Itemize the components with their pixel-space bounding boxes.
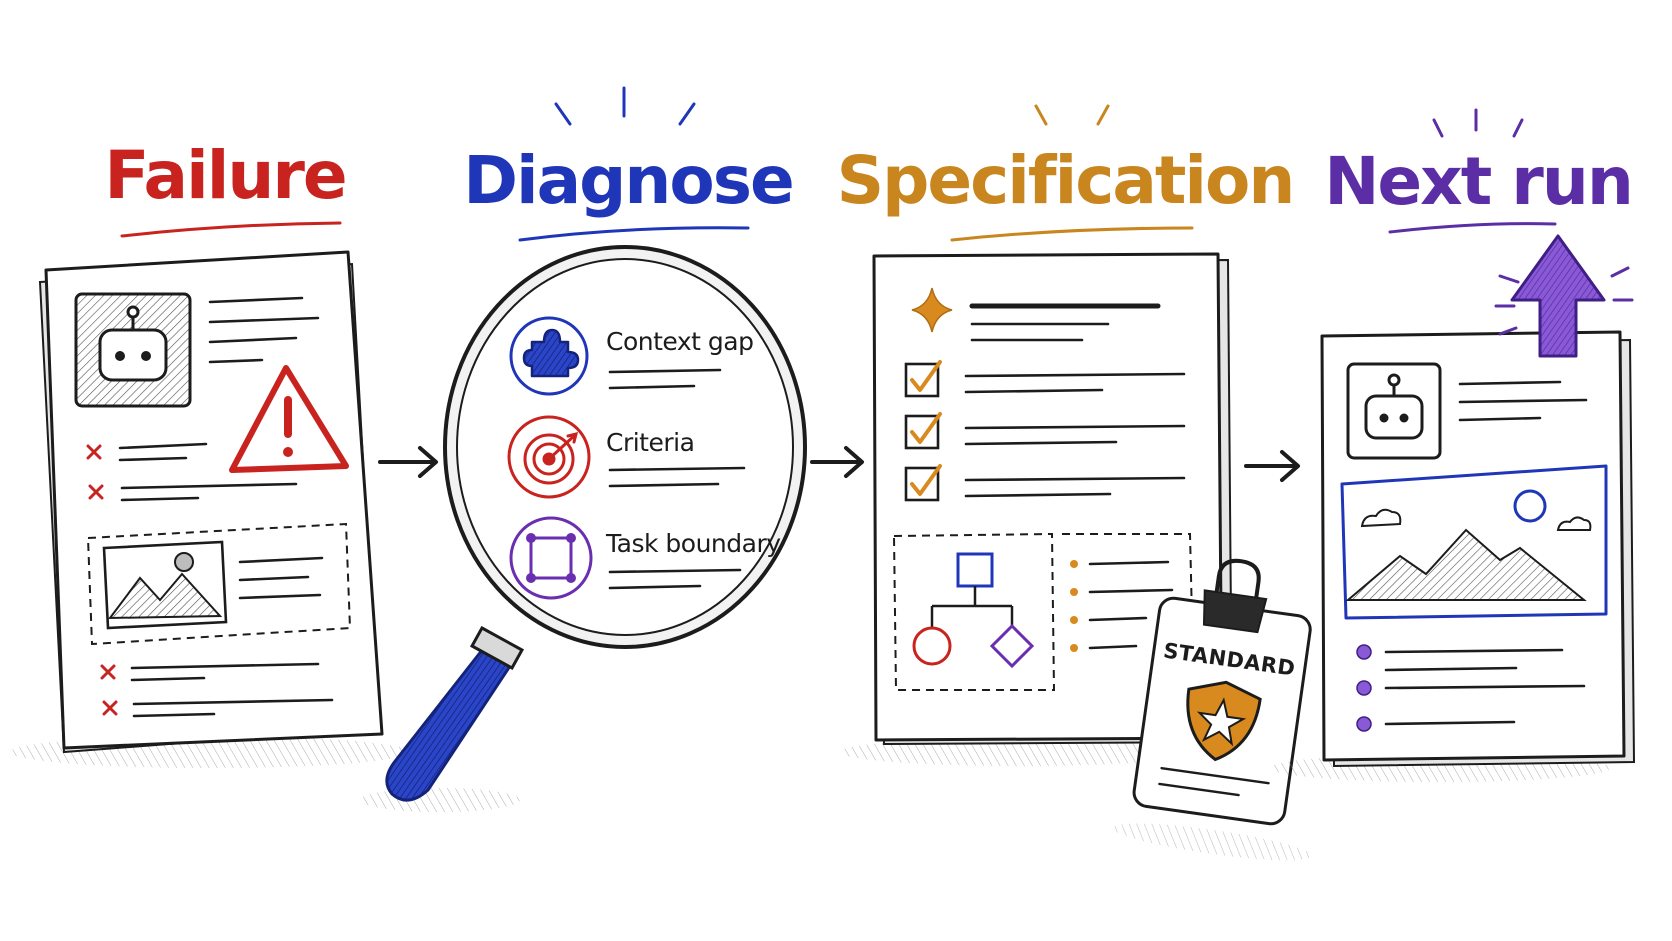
x-mark-icon (86, 444, 118, 716)
robot-icon (74, 292, 192, 408)
specification-document (840, 252, 1234, 766)
emphasis-lines (554, 86, 696, 126)
svg-text:Criteria: Criteria (606, 428, 694, 457)
emphasis-lines (1432, 108, 1524, 138)
image-icon (1340, 464, 1608, 620)
arrow-right-icon (1244, 450, 1300, 482)
checkbox-icon (904, 360, 942, 502)
diagnose-item-task-boundary: Task boundary (509, 516, 782, 600)
standard-badge: STANDARD (1112, 558, 1312, 861)
arrow-right-icon (810, 446, 864, 478)
stage-title-diagnose: Diagnose (463, 86, 795, 242)
svg-text:Specification: Specification (837, 142, 1294, 219)
svg-text:Diagnose: Diagnose (463, 142, 793, 219)
puzzle-icon (522, 328, 580, 378)
warning-icon (229, 365, 349, 473)
up-arrow-icon (1494, 234, 1634, 358)
target-icon (523, 431, 579, 485)
stage-title-failure: Failure (104, 137, 348, 238)
boundary-icon (526, 533, 576, 583)
clipboard-clip-icon (1202, 558, 1268, 634)
stage-title-specification: Specification (837, 104, 1295, 242)
image-placeholder-icon (86, 522, 352, 646)
bullet-list (1356, 644, 1586, 732)
svg-text:Next run: Next run (1324, 143, 1632, 220)
diagnose-item-criteria: Criteria (507, 415, 746, 499)
stage-title-next-run: Next run (1324, 108, 1634, 234)
svg-text:Failure: Failure (104, 137, 345, 214)
robot-icon (1346, 362, 1442, 460)
failure-document (10, 250, 410, 768)
emphasis-lines (1034, 104, 1110, 126)
flowchart-icon (892, 532, 1056, 691)
arrow-right-icon (378, 446, 438, 478)
diagnose-item-context-gap: Context gap (509, 316, 754, 396)
next-run-document (1270, 234, 1636, 782)
svg-text:Task boundary: Task boundary (605, 529, 781, 558)
bullet-list (1070, 560, 1174, 652)
sparkle-icon (911, 287, 953, 333)
text-lines (208, 296, 320, 364)
shield-star-icon (1186, 680, 1262, 762)
svg-text:Context gap: Context gap (606, 327, 753, 356)
